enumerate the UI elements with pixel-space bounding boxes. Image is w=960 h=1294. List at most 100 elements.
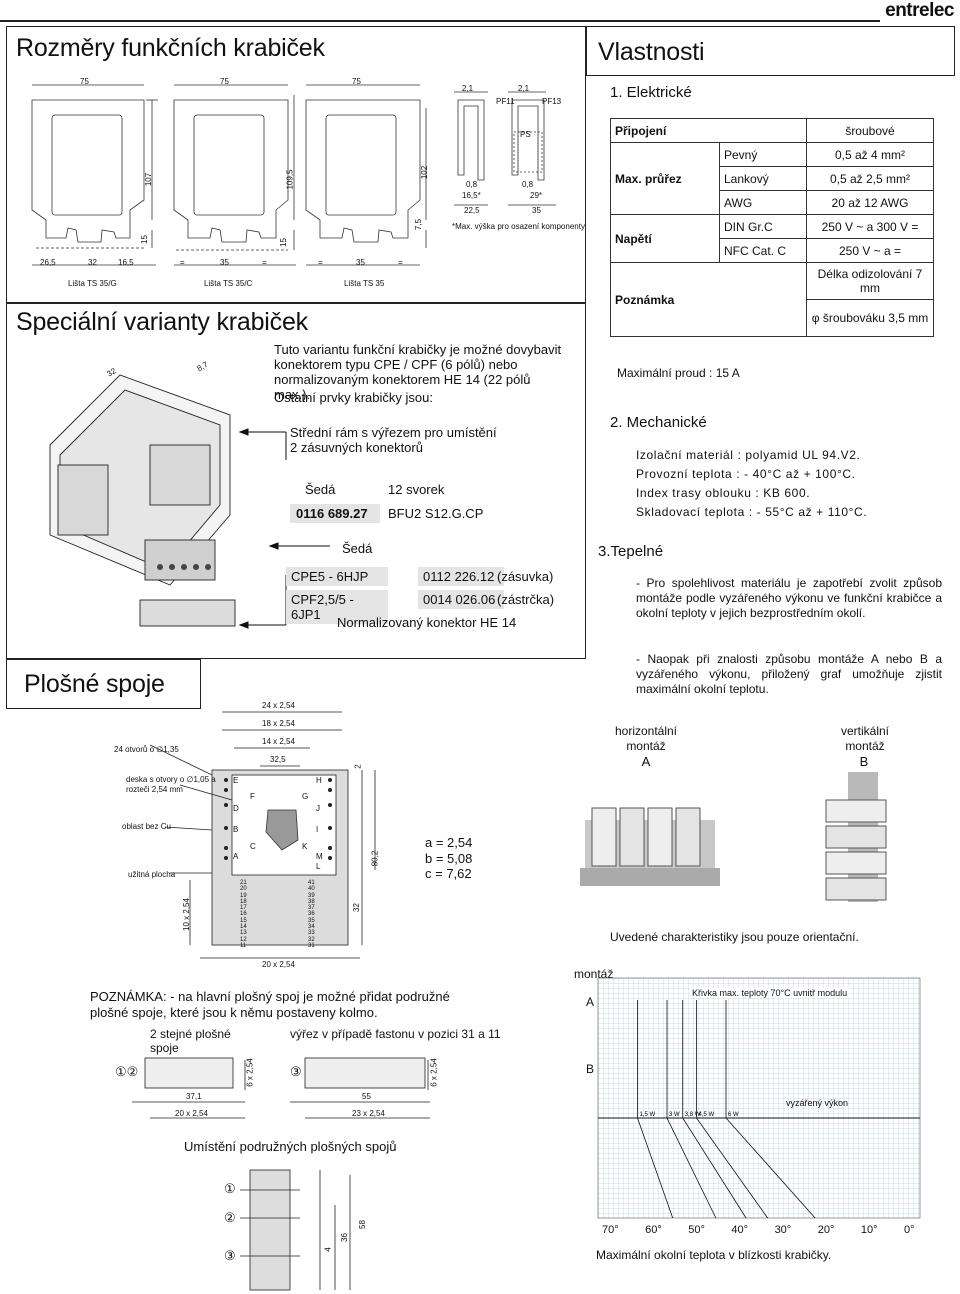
cutout-label: výřez v případě fastonu v pozici 31 a 11	[290, 1027, 501, 1041]
pf-w1: 0,8	[466, 180, 478, 189]
svorek-label: 12 svorek	[388, 482, 445, 497]
pcb-letter-b: B	[233, 825, 239, 834]
pcb-letter-l: L	[316, 862, 321, 871]
chart-x-tick-label: 70°	[602, 1224, 619, 1236]
eq-mark-2: =	[262, 258, 267, 267]
chart-x-tick-label: 20°	[817, 1224, 835, 1236]
brand-line	[0, 20, 880, 22]
grey-label-2: Šedá	[342, 541, 373, 556]
pf-d2: 2,1	[518, 84, 530, 93]
pf13-profile	[511, 99, 545, 181]
chart-x-tick-label: 50°	[688, 1224, 705, 1236]
pf-note: *Max. výška pro osazení komponenty	[452, 222, 585, 231]
el-title: 1. Elektrické	[610, 84, 692, 101]
pcb-note: POZNÁMKA: - na hlavní plošný spoj je mož…	[90, 989, 450, 1020]
conn2-type: (zástrčka)	[497, 592, 555, 607]
placement-1: ①	[224, 1181, 236, 1196]
legend-c: c = 7,62	[425, 866, 472, 881]
placement-d58: 58	[357, 1220, 367, 1229]
pcb-letter-a: A	[233, 852, 239, 861]
chart-xlabel: Maximální okolní teplota v blízkosti kra…	[596, 1248, 832, 1262]
chart-power-label: vyzářený výkon	[786, 1098, 849, 1108]
eq-mark-1: =	[180, 258, 185, 267]
secondary-board-12	[144, 1057, 234, 1089]
dim-bottom-35b: 35	[356, 258, 365, 267]
chart-power-tick-label: 3 W	[669, 1112, 680, 1118]
pevny-label: Pevný	[719, 142, 807, 167]
code-1: 0116 689.27	[290, 504, 380, 523]
chart-ycat-a: A	[586, 995, 595, 1009]
nfc-value: 250 V ~ a =	[806, 238, 934, 263]
orient-note: Uvedené charakteristiky jsou pouze orien…	[610, 930, 859, 944]
board-d6-a: 6 x 2,54	[245, 1058, 255, 1087]
pcb-letter-c: C	[250, 842, 256, 851]
placement-3: ③	[224, 1248, 236, 1263]
chart-power-tick-label: 4,5 W	[699, 1112, 715, 1118]
rail-label-2: Lišta TS 35/C	[204, 279, 253, 288]
vert-letter: B	[859, 754, 869, 769]
special-title: Speciální varianty krabiček	[16, 308, 308, 336]
awg-label: AWG	[719, 190, 807, 215]
dim-top-3: 75	[352, 77, 361, 86]
board-num-3: ③	[290, 1064, 302, 1079]
pcb-oblast: oblast bez Cu	[122, 822, 171, 831]
pf-w6: 35	[532, 206, 541, 215]
pcb-uzitna: užitná plocha	[128, 870, 176, 879]
placement-title: Umístění podružných plošných spojů	[184, 1139, 397, 1154]
pf-w4: 29*	[530, 191, 543, 200]
plosne-title: Plošné spoje	[24, 670, 165, 698]
pcb-letter-j: J	[316, 804, 320, 813]
horizontal-mounting-photo	[580, 807, 720, 886]
vert-label: vertikální montáž	[840, 724, 890, 753]
chart-power-tick-label: 3,8 W	[685, 1112, 701, 1118]
pcb-letter-g: G	[302, 792, 309, 801]
code-1-name: BFU2 S12.G.CP	[388, 506, 484, 521]
pcb-holes: 24 otvorů o ∅1,35	[114, 745, 179, 754]
ps-profile	[513, 131, 543, 173]
pcb-dim-20: 20 x 2,54	[262, 960, 295, 969]
pcb-dim-18: 18 x 2,54	[262, 719, 295, 728]
lankovy-value: 0,5 až 2,5 mm²	[806, 166, 934, 191]
electrical-table: Připojení šroubové Max. průřez Pevný 0,5…	[610, 118, 934, 337]
pcb-letter-e: E	[233, 776, 239, 785]
vlastnosti-title-box	[586, 26, 955, 76]
pcb-dim-top: 24 x 2,54	[262, 701, 295, 710]
pcb-letter-d: D	[233, 804, 239, 813]
tep-1: - Pro spolehlivost materiálu je zapotřeb…	[636, 576, 942, 620]
chart-ylabel: montáž	[574, 967, 614, 981]
frame-desc: Střední rám s výřezem pro umístění 2 zás…	[290, 425, 497, 455]
tep-title: 3.Tepelné	[598, 543, 664, 560]
pcb-letter-h: H	[316, 776, 322, 785]
brand-bar: entrelec	[0, 0, 960, 22]
ps-label: PS	[520, 130, 531, 139]
chart-x-tick-label: 10°	[860, 1224, 878, 1236]
board-d20: 20 x 2,54	[175, 1109, 208, 1118]
napeti-label: Napětí	[610, 214, 720, 263]
mech-3: Index trasy oblouku : KB 600.	[636, 486, 811, 500]
eq-mark-4: =	[398, 258, 403, 267]
terminal-block-left	[57, 464, 109, 536]
mech-title: 2. Mechanické	[610, 414, 707, 431]
max-proud: Maximální proud : 15 A	[617, 366, 740, 380]
grey-label-1: Šedá	[305, 482, 336, 497]
pcb-letter-m: M	[316, 852, 323, 861]
placement-d36: 36	[339, 1233, 349, 1242]
mech-2: Provozní teplota : - 40°C až + 100°C.	[636, 467, 856, 481]
sroubovak-value: φ šroubováku 3,5 mm	[806, 299, 934, 337]
terminal-block-right	[149, 444, 211, 506]
vlastnosti-title: Vlastnosti	[598, 38, 705, 66]
board-d55: 55	[362, 1092, 371, 1101]
chart-power-tick-label: 1,5 W	[640, 1112, 656, 1118]
eq-mark-3: =	[318, 258, 323, 267]
conn1-code: 0112 226.12	[418, 567, 504, 586]
poznamka-label: Poznámka	[610, 262, 807, 337]
pf-w5: 22,5	[464, 206, 480, 215]
legend-a: a = 2,54	[425, 835, 473, 850]
chart-x-tick-label: 40°	[731, 1224, 749, 1236]
board-num-12: ①②	[115, 1064, 139, 1079]
dim-bottom-32: 32	[88, 258, 97, 267]
module-outline-1	[31, 99, 145, 243]
module-outline-2	[173, 99, 289, 243]
he14-label: Normalizovaný konektor HE 14	[337, 615, 517, 630]
